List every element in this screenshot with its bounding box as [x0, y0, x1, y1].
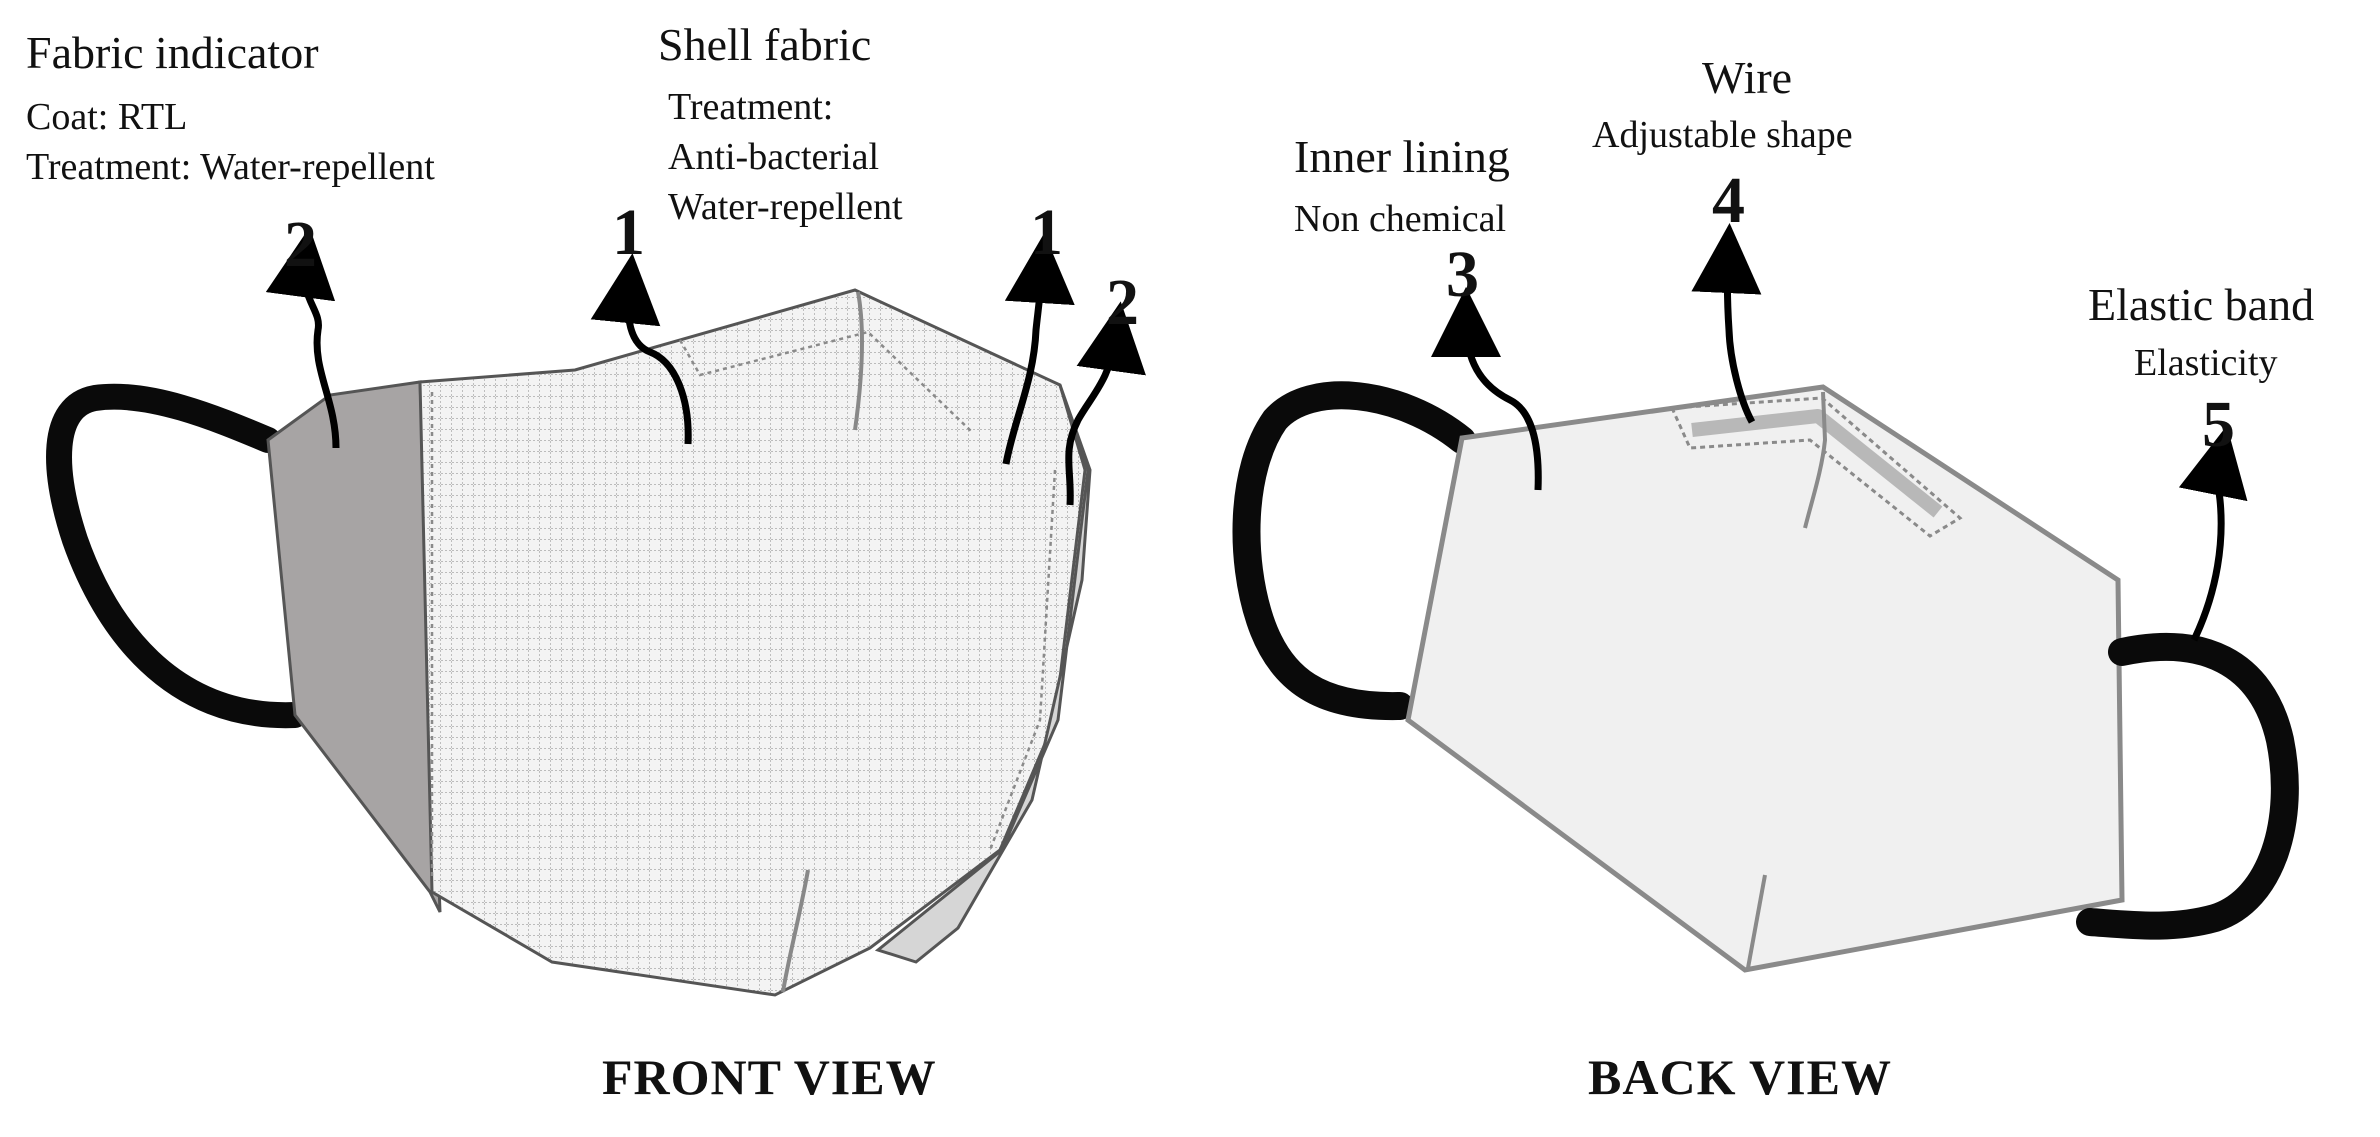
- wire: [1691, 409, 1943, 518]
- arrow-1-right: [1002, 233, 1075, 465]
- front-view-caption: FRONT VIEW: [602, 1049, 937, 1105]
- shell-fabric-treatment: Treatment:: [668, 86, 834, 128]
- arrow-1-left: [590, 253, 692, 445]
- marker-3: 3: [1446, 238, 1479, 311]
- center-fold-top: [853, 291, 864, 431]
- fabric-indicator-panel-left: [266, 380, 442, 913]
- marker-5: 5: [2202, 388, 2235, 461]
- shell-fabric-panel: [418, 288, 1087, 997]
- shell-seam-right: [988, 469, 1057, 851]
- back-ear-loop-left: [1232, 381, 1476, 721]
- back-ear-loop-right: [2076, 632, 2299, 940]
- elastic-band-detail: Elasticity: [2134, 342, 2278, 384]
- marker-1-right: 1: [1030, 196, 1063, 269]
- fabric-indicator-coat: Coat: RTL: [26, 96, 188, 138]
- arrow-2-left: [265, 227, 340, 449]
- front-mask: [46, 288, 1092, 997]
- arrow-2-right: [1065, 301, 1146, 506]
- center-fold-bottom: [781, 869, 810, 993]
- inner-lining-panel: [1405, 384, 2125, 973]
- front-arrows: [265, 227, 1146, 506]
- fabric-indicator-panel-right: [874, 384, 1092, 964]
- arrow-5: [2178, 425, 2248, 642]
- marker-2-left: 2: [284, 208, 317, 281]
- elastic-band-title: Elastic band: [2088, 279, 2315, 330]
- wire-detail: Adjustable shape: [1592, 114, 1853, 156]
- marker-1-left: 1: [612, 196, 645, 269]
- front-ear-loop-left: [46, 383, 308, 729]
- marker-2-right: 2: [1106, 266, 1139, 339]
- shell-fabric-water-repellent: Water-repellent: [668, 186, 903, 228]
- back-view-caption: BACK VIEW: [1588, 1049, 1892, 1105]
- shell-fabric-title: Shell fabric: [658, 19, 872, 70]
- back-mask: [1232, 381, 2299, 973]
- arrow-4: [1691, 223, 1762, 424]
- wire-title: Wire: [1702, 52, 1793, 103]
- back-fold-top: [1803, 391, 1828, 529]
- fabric-indicator-title: Fabric indicator: [26, 27, 319, 78]
- marker-4: 4: [1712, 164, 1745, 237]
- back-fold-bottom: [1746, 874, 1767, 969]
- inner-lining-title: Inner lining: [1294, 131, 1510, 182]
- back-arrows: [1431, 223, 2248, 642]
- arrow-3: [1431, 287, 1542, 491]
- shell-fabric-anti-bacterial: Anti-bacterial: [668, 136, 880, 178]
- inner-lining-detail: Non chemical: [1294, 198, 1507, 240]
- fabric-indicator-treatment: Treatment: Water-repellent: [26, 146, 435, 188]
